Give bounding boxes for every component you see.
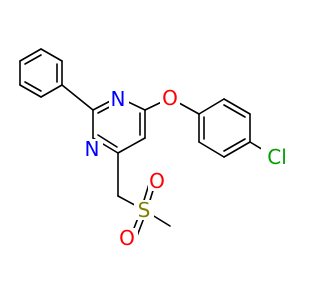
bond-ph-5 [40,84,63,98]
atom-o-sulfonyl-bottom-label: O [119,226,135,250]
bond-clph-inner-2 [223,138,246,152]
atom-o-sulfonyl-top: O [148,169,168,193]
bond-clph-4 [223,141,251,158]
bond-clph-inner-1 [223,104,246,118]
atom-n-top-label: N [111,87,126,111]
bond-pyr-c5-c6 [117,137,146,154]
atom-s-label: S [138,198,151,222]
bond-ph-inner-1 [24,54,42,65]
atom-o-sulfonyl-top-label: O [149,169,165,193]
atom-cl: Cl [261,145,291,169]
bond-ph-4 [19,84,42,98]
atom-n-top: N [109,87,129,111]
bond-pyr-inner-3 [97,134,118,148]
atom-n-bottom-label: N [85,137,100,161]
bond-clph-5 [198,141,225,158]
bond-clph-1 [198,98,225,115]
molecule-canvas: N N O Cl S O [19,48,291,250]
atom-o-ether-label: O [162,86,178,110]
bond-ph-inner-2 [24,81,42,92]
bond-clph-2 [223,98,251,115]
atom-n-bottom: N [83,137,103,161]
atom-o-ether: O [160,86,180,110]
atom-o-sulfonyl-bottom: O [118,226,138,250]
bond-ph-pyr [61,84,94,111]
atom-s: S [134,198,154,222]
structure-diagram: N N O Cl S O [19,48,291,250]
bond-ph-1 [40,48,63,62]
atom-cl-label: Cl [267,145,287,169]
atom-labels: N N O Cl S O [83,86,291,250]
bond-ph-2 [19,48,42,62]
